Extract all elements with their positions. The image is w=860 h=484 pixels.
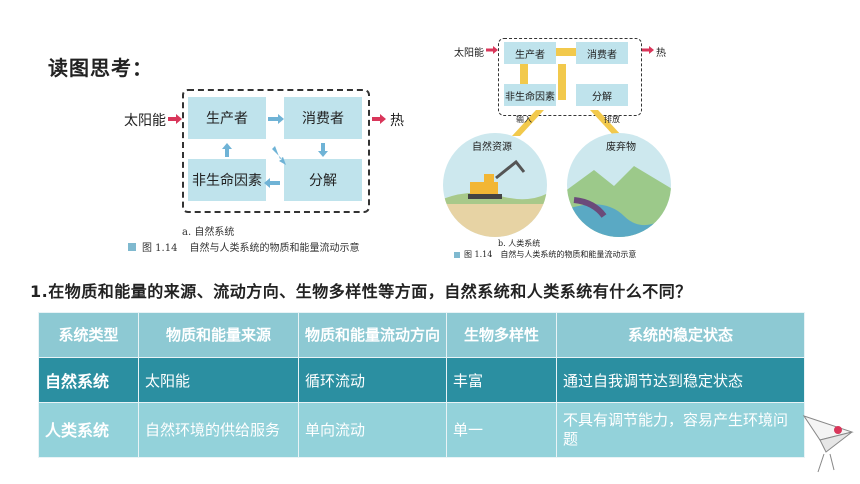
table-header-cell: 物质和能量来源: [138, 312, 299, 358]
abiotic-box: 非生命因素: [188, 159, 266, 201]
paper-plane-icon: [802, 415, 854, 473]
table-row: 人类系统 自然环境的供给服务 单向流动 单一 不具有调节能力，容易产生环境问题: [38, 402, 805, 458]
sun-energy-label-b: 太阳能: [454, 48, 484, 59]
figure-title-b: 自然与人类系统的物质和能量流动示意: [500, 250, 637, 259]
io-arrows-icon: [512, 110, 622, 136]
human-system-diagram: 太阳能 生产者 消费者 非生命因素 分解 热 输入 排放 自然资源: [440, 34, 671, 266]
question-text: 1.在物质和能量的来源、流动方向、生物多样性等方面，自然系统和人类系统有什么不同…: [30, 282, 692, 301]
sub-caption-b: b. 人类系统: [498, 239, 541, 248]
table-header-cell: 系统的稳定状态: [556, 312, 805, 358]
system-boundary: [182, 89, 370, 213]
decomposer-box-b: 分解: [576, 84, 628, 106]
figure-caption-a: 图 1.14 自然与人类系统的物质和能量流动示意: [128, 239, 359, 254]
table-cell: 太阳能: [138, 357, 299, 403]
decomposer-box: 分解: [284, 159, 362, 201]
table-cell-system-type: 自然系统: [38, 357, 139, 403]
producer-box: 生产者: [188, 97, 266, 139]
comparison-table: 系统类型 物质和能量来源 物质和能量流动方向 生物多样性 系统的稳定状态 自然系…: [38, 312, 805, 458]
input-arrow-label: 输入: [516, 115, 532, 124]
natural-system-diagram: 太阳能 生产者 消费者 非生命因素 分解 热 a. 自然系统 图 1.14 自然…: [120, 85, 410, 265]
yellow-flow-path-mid: [558, 64, 566, 100]
input-arrow-icon: [168, 114, 182, 124]
table-header-cell: 物质和能量流动方向: [298, 312, 447, 358]
caption-square-icon: [128, 242, 136, 251]
figure-number: 图 1.14: [142, 243, 178, 254]
flow-arrows-icon: [222, 114, 328, 188]
consumer-box-b: 消费者: [576, 42, 628, 64]
table-cell: 通过自我调节达到稳定状态: [556, 357, 805, 403]
sub-caption-a: a. 自然系统: [182, 227, 235, 238]
table-cell: 不具有调节能力，容易产生环境问题: [556, 402, 805, 458]
output-arrow-icon: [372, 114, 386, 124]
table-row: 自然系统 太阳能 循环流动 丰富 通过自我调节达到稳定状态: [38, 357, 805, 403]
output-arrow-label: 排放: [604, 115, 620, 124]
table-cell-system-type: 人类系统: [38, 402, 139, 458]
abiotic-box-b: 非生命因素: [504, 84, 556, 106]
figure-number-b: 图 1.14: [464, 250, 493, 259]
table-header-cell: 生物多样性: [446, 312, 557, 358]
waste-label: 废弃物: [606, 142, 636, 153]
heat-label: 热: [390, 113, 404, 129]
table-cell: 单一: [446, 402, 557, 458]
consumer-box: 消费者: [284, 97, 362, 139]
producer-box-b: 生产者: [504, 42, 556, 64]
sun-energy-label: 太阳能: [124, 113, 166, 129]
waste-illustration-icon: [567, 133, 671, 237]
figure-title: 自然与人类系统的物质和能量流动示意: [189, 243, 360, 254]
natural-resource-illustration-icon: [443, 133, 547, 237]
table-cell: 自然环境的供给服务: [138, 402, 299, 458]
heat-label-b: 热: [656, 48, 666, 59]
table-cell: 循环流动: [298, 357, 447, 403]
output-arrow-b-icon: [642, 46, 654, 54]
table-header-cell: 系统类型: [38, 312, 139, 358]
input-arrow-b-icon: [486, 46, 498, 54]
page-title: 读图思考：: [48, 56, 153, 80]
table-header-row: 系统类型 物质和能量来源 物质和能量流动方向 生物多样性 系统的稳定状态: [38, 312, 805, 358]
table-cell: 单向流动: [298, 402, 447, 458]
table-cell: 丰富: [446, 357, 557, 403]
caption-square-b-icon: [454, 251, 460, 258]
resource-label: 自然资源: [472, 142, 512, 153]
yellow-flow-path: [520, 48, 528, 96]
figure-caption-b: 图 1.14 自然与人类系统的物质和能量流动示意: [454, 249, 636, 260]
system-boundary-b: [498, 38, 642, 116]
